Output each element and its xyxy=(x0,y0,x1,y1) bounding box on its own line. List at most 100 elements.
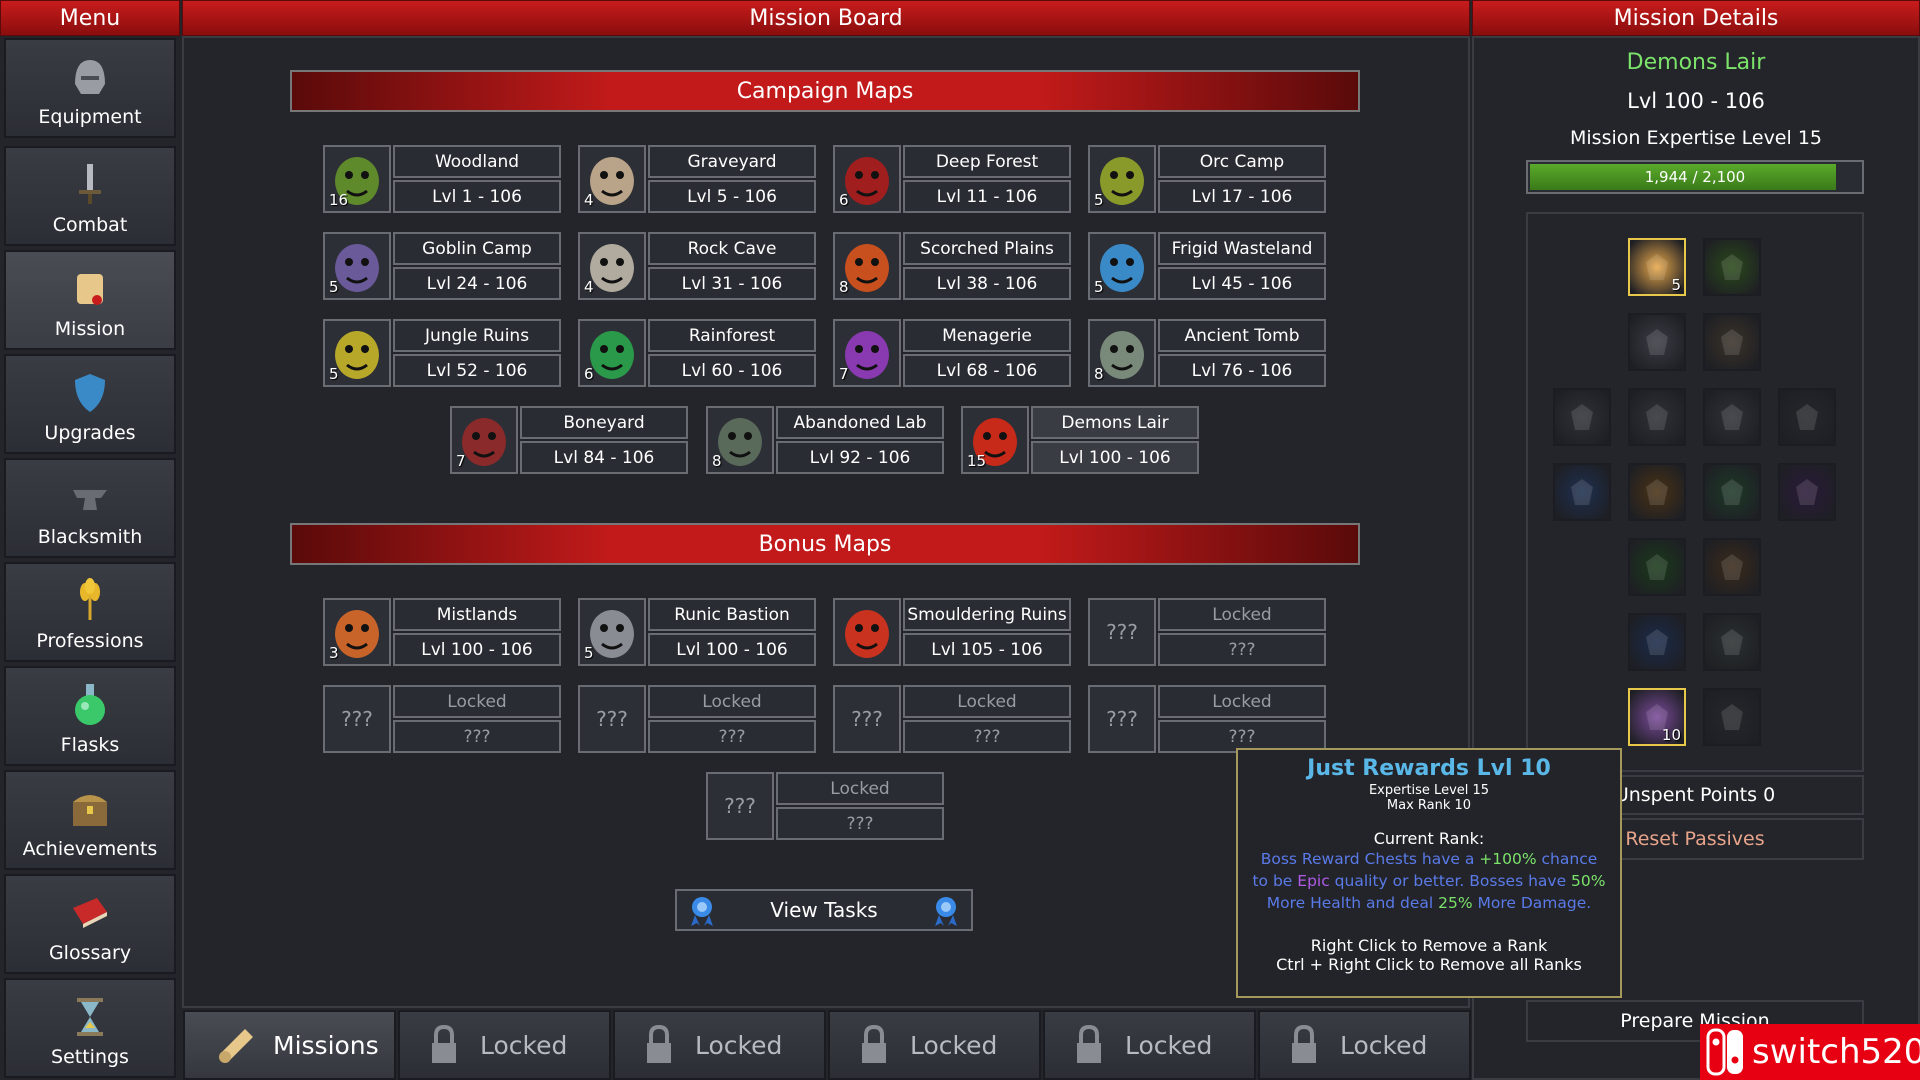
map-portrait: 5 xyxy=(578,598,646,666)
wheat-icon xyxy=(67,578,113,624)
map-card-locked[interactable]: ???Locked??? xyxy=(1088,685,1328,755)
map-mission-count: 4 xyxy=(584,191,594,209)
map-portrait-locked: ??? xyxy=(706,772,774,840)
menu-item-label: Mission xyxy=(54,318,126,340)
tooltip-current-rank-label: Current Rank: xyxy=(1373,829,1485,848)
anvil-icon xyxy=(67,474,113,520)
passive-node[interactable] xyxy=(1553,388,1611,446)
map-level-range: ??? xyxy=(776,807,944,840)
passive-node[interactable] xyxy=(1628,313,1686,371)
passive-icon xyxy=(1644,402,1670,436)
map-portrait: 5 xyxy=(323,319,391,387)
expertise-xp-text: 1,944 / 2,100 xyxy=(1644,168,1746,186)
passive-node[interactable] xyxy=(1553,463,1611,521)
map-card-locked[interactable]: ???Locked??? xyxy=(706,772,946,842)
menu-item-label: Combat xyxy=(52,214,128,236)
map-card-locked[interactable]: ???Locked??? xyxy=(578,685,818,755)
map-level-range: Lvl 100 - 106 xyxy=(393,633,561,666)
bonus-maps-banner: Bonus Maps xyxy=(290,523,1360,565)
menu-item-glossary[interactable]: Glossary xyxy=(4,874,176,974)
menu-item-label: Settings xyxy=(51,1046,129,1068)
passive-node[interactable] xyxy=(1703,613,1761,671)
tooltip-hint-remove-all: Ctrl + Right Click to Remove all Ranks xyxy=(1276,955,1582,974)
passive-node[interactable] xyxy=(1628,388,1686,446)
passive-node[interactable] xyxy=(1703,538,1761,596)
map-mission-count: 5 xyxy=(584,644,594,662)
map-name: Ancient Tomb xyxy=(1158,319,1326,352)
menu-item-achievements[interactable]: Achievements xyxy=(4,770,176,870)
map-portrait: 7 xyxy=(833,319,901,387)
map-portrait-locked: ??? xyxy=(833,685,901,753)
map-name: Scorched Plains xyxy=(903,232,1071,265)
passive-node[interactable] xyxy=(1703,238,1761,296)
menu-item-professions[interactable]: Professions xyxy=(4,562,176,662)
flask-icon xyxy=(67,682,113,728)
menu-item-blacksmith[interactable]: Blacksmith xyxy=(4,458,176,558)
monster-portrait-icon xyxy=(835,147,899,211)
passive-icon xyxy=(1644,327,1670,361)
tab-label: Missions xyxy=(273,1030,379,1060)
map-level-range: Lvl 31 - 106 xyxy=(648,267,816,300)
menu-item-label: Equipment xyxy=(38,106,142,128)
map-card-locked[interactable]: ???Locked??? xyxy=(323,685,563,755)
tab-locked[interactable]: Locked xyxy=(1258,1010,1471,1080)
tab-locked[interactable]: Locked xyxy=(398,1010,611,1080)
map-card-locked[interactable]: ???Locked??? xyxy=(1088,598,1328,668)
view-tasks-button[interactable]: View Tasks xyxy=(675,889,973,931)
menu-item-flasks[interactable]: Flasks xyxy=(4,666,176,766)
passive-node[interactable]: 5 xyxy=(1628,238,1686,296)
menu-item-mission[interactable]: Mission xyxy=(4,250,176,350)
passive-node[interactable] xyxy=(1703,388,1761,446)
tab-locked[interactable]: Locked xyxy=(613,1010,826,1080)
tab-locked[interactable]: Locked xyxy=(828,1010,1041,1080)
passive-node[interactable]: 10 xyxy=(1628,688,1686,746)
tooltip-description: Boss Reward Chests have a +100% chance t… xyxy=(1252,850,1606,912)
switch-logo-icon xyxy=(1706,1028,1746,1076)
passive-node[interactable] xyxy=(1703,313,1761,371)
mission-details-header: Mission Details xyxy=(1472,0,1920,36)
passive-node[interactable] xyxy=(1703,688,1761,746)
map-name: Locked xyxy=(776,772,944,805)
tab-locked[interactable]: Locked xyxy=(1043,1010,1256,1080)
map-name: Smouldering Ruins xyxy=(903,598,1071,631)
map-name: Rainforest xyxy=(648,319,816,352)
passive-node[interactable] xyxy=(1628,463,1686,521)
passive-icon xyxy=(1794,402,1820,436)
menu-item-label: Glossary xyxy=(48,942,132,964)
menu-item-equipment[interactable]: Equipment xyxy=(4,38,176,138)
passive-node[interactable] xyxy=(1703,463,1761,521)
menu-item-upgrades[interactable]: Upgrades xyxy=(4,354,176,454)
passive-icon xyxy=(1569,402,1595,436)
passive-node[interactable] xyxy=(1628,613,1686,671)
passive-node[interactable] xyxy=(1628,538,1686,596)
monster-portrait-icon xyxy=(835,321,899,385)
map-card-locked[interactable]: ???Locked??? xyxy=(833,685,1073,755)
menu-item-combat[interactable]: Combat xyxy=(4,146,176,246)
map-portrait: 6 xyxy=(578,319,646,387)
map-portrait: 4 xyxy=(578,145,646,213)
passive-node[interactable] xyxy=(1778,388,1836,446)
tab-missions[interactable]: Missions xyxy=(183,1010,396,1080)
passive-node[interactable] xyxy=(1778,463,1836,521)
menu-item-settings[interactable]: Settings xyxy=(4,978,176,1078)
menu-item-label: Flasks xyxy=(60,734,120,756)
map-level-range: Lvl 68 - 106 xyxy=(903,354,1071,387)
